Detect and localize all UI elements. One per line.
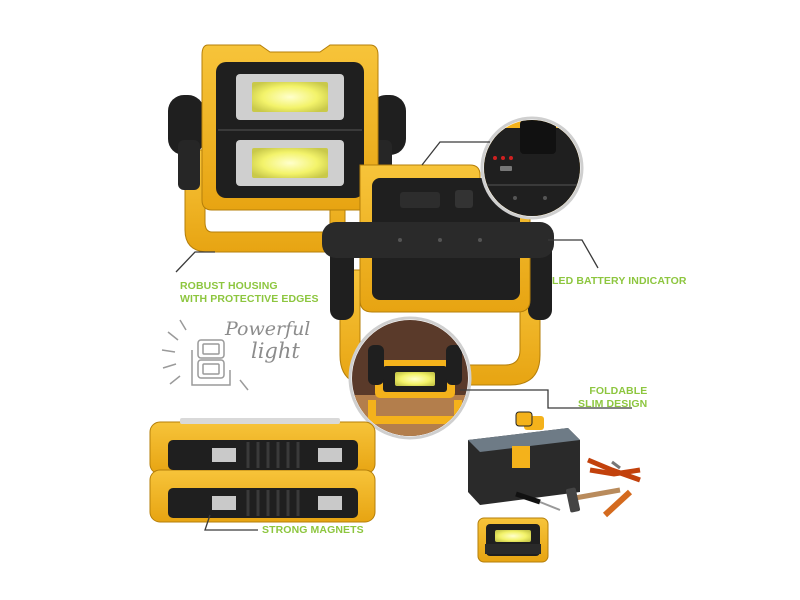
work-light-icon [161, 319, 249, 391]
callout-foldable-slim-design: FOLDABLE SLIM DESIGN [578, 385, 647, 411]
callout-led-battery-indicator: LED BATTERY INDICATOR [552, 275, 687, 288]
toolbox-icon [468, 416, 580, 505]
tape-measure-icon [515, 411, 533, 427]
screwdriver-icon [515, 489, 633, 518]
callout-robust-housing: ROBUST HOUSING WITH PROTECTIVE EDGES [180, 280, 319, 306]
badge-word-light: light [251, 339, 300, 363]
hammer-icon [565, 487, 621, 513]
callout-housing-line2: WITH PROTECTIVE EDGES [180, 293, 319, 305]
battery-indicator-zoom [480, 116, 584, 220]
foldable-zoom [348, 316, 472, 440]
callout-battery-line1: LED BATTERY INDICATOR [552, 275, 687, 287]
powerful-light-badge: Powerful light [225, 318, 310, 362]
callout-leader-lines [175, 141, 632, 531]
small-work-light [477, 517, 549, 563]
callout-magnets-line1: STRONG MAGNETS [262, 524, 364, 536]
pliers-icon [587, 457, 641, 483]
folded-lights-stack [149, 418, 376, 523]
badge-word-powerful: Powerful [225, 318, 311, 340]
callout-housing-line1: ROBUST HOUSING [180, 280, 278, 292]
front-work-light [168, 44, 406, 253]
callout-foldable-line2: SLIM DESIGN [578, 398, 648, 410]
callout-strong-magnets: STRONG MAGNETS [262, 524, 364, 537]
toolbox-scene [468, 411, 641, 563]
callout-foldable-line1: FOLDABLE [589, 385, 648, 397]
